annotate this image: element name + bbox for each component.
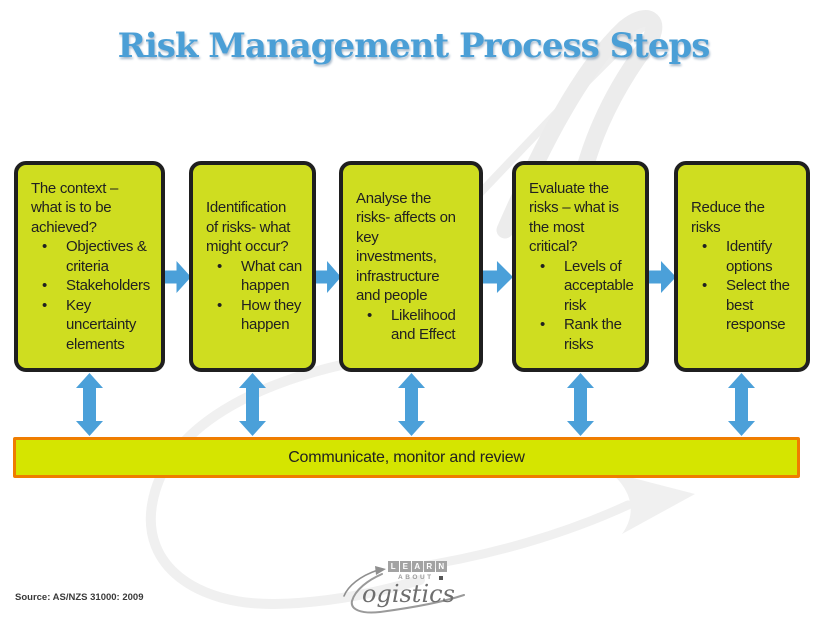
logo-dot: [439, 576, 443, 580]
double-arrow-vertical-icon: [567, 373, 594, 436]
communicate-bar: Communicate, monitor and review: [13, 437, 800, 478]
double-arrow-vertical-icon: [76, 373, 103, 436]
bullet-item: •Identify options: [691, 237, 801, 276]
bullet-marker: •: [540, 257, 545, 275]
bullet-item: •What can happen: [206, 257, 307, 296]
double-arrow-vertical-icon: [398, 373, 425, 436]
arrow-right-icon: [647, 261, 676, 293]
bullet-item: •Key uncertainty elements: [31, 296, 156, 355]
bullet-item: •Rank the risks: [529, 315, 640, 354]
step-intro: Analyse the risks- affects on key invest…: [356, 189, 456, 305]
bullet-marker: •: [702, 238, 707, 256]
bullet-marker: •: [42, 296, 47, 314]
bullet-marker: •: [42, 238, 47, 256]
bullet-item: •Objectives & criteria: [31, 237, 156, 276]
logo-letter: N: [436, 561, 447, 572]
double-arrow-vertical-icon: [239, 373, 266, 436]
arrow-right-icon: [163, 261, 191, 293]
step-box-evaluate: Evaluate the risks – what is the most cr…: [512, 161, 649, 372]
bullet-marker: •: [367, 306, 372, 324]
bullet-item: •Levels of acceptable risk: [529, 257, 640, 316]
bullet-item: •Select the best response: [691, 276, 801, 335]
bullet-marker: •: [540, 316, 545, 334]
logo-script-text: ogistics: [362, 580, 455, 608]
bullet-marker: •: [217, 296, 222, 314]
bullet-item: •Likelihood and Effect: [356, 306, 474, 345]
logo-letter: E: [400, 561, 411, 572]
bullet-marker: •: [42, 277, 47, 295]
step-box-analyse: Analyse the risks- affects on key invest…: [339, 161, 483, 372]
step-intro: The context – what is to be achieved?: [31, 179, 118, 236]
arrow-right-icon: [314, 261, 341, 293]
step-box-identification: Identification of risks- what might occu…: [189, 161, 316, 372]
step-intro: Identification of risks- what might occu…: [206, 199, 291, 256]
arrow-right-icon: [482, 261, 513, 293]
step-box-reduce: Reduce the risks •Identify options •Sele…: [674, 161, 810, 372]
double-arrow-vertical-icon: [728, 373, 755, 436]
logo-letter: A: [412, 561, 423, 572]
step-box-context: The context – what is to be achieved? •O…: [14, 161, 165, 372]
bullet-marker: •: [702, 277, 707, 295]
learn-about-logistics-logo: L E A R N ABOUT ogistics: [338, 558, 488, 618]
communicate-bar-label: Communicate, monitor and review: [288, 448, 525, 466]
logo-letter: L: [388, 561, 399, 572]
page-title: Risk Management Process Steps: [117, 26, 711, 66]
bullet-item: •Stakeholders: [31, 276, 156, 296]
source-note: Source: AS/NZS 31000: 2009: [15, 592, 144, 603]
logo-learn-letters: L E A R N: [388, 561, 447, 572]
step-intro: Evaluate the risks – what is the most cr…: [529, 179, 619, 256]
logo-letter: R: [424, 561, 435, 572]
bullet-marker: •: [217, 257, 222, 275]
step-intro: Reduce the risks: [691, 199, 765, 236]
bullet-item: •How they happen: [206, 296, 307, 335]
